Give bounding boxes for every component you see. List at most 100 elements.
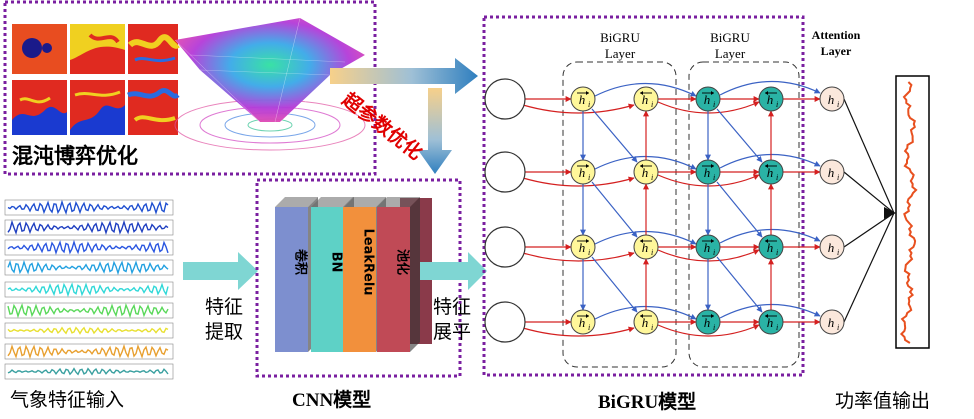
fractal-image <box>12 24 67 74</box>
weather-series <box>4 363 174 380</box>
weather-series <box>4 322 174 339</box>
connection-line <box>716 181 763 238</box>
extract-label-line1: 特征 <box>205 296 243 318</box>
output-arrowhead <box>884 207 896 219</box>
svg-text:h: h <box>704 240 711 255</box>
svg-text:i: i <box>837 323 839 332</box>
svg-text:h: h <box>704 92 711 107</box>
svg-text:h: h <box>579 92 586 107</box>
svg-text:i: i <box>837 248 839 257</box>
input-node <box>484 78 526 120</box>
fractal-image <box>70 80 125 135</box>
svg-text:i: i <box>588 100 590 109</box>
input-node <box>484 226 526 268</box>
connection-line <box>719 153 821 169</box>
bigru-title: BiGRU模型 <box>598 390 696 413</box>
svg-text:h: h <box>704 165 711 180</box>
connection-line <box>657 324 760 337</box>
svg-text:i: i <box>713 173 715 182</box>
svg-text:i: i <box>713 100 715 109</box>
connection-line <box>591 108 638 163</box>
cnn-layer-1: 卷积 <box>275 197 318 352</box>
svg-text:h: h <box>767 165 774 180</box>
fractal-image <box>12 80 67 135</box>
attention-layer-title: Attention <box>812 28 861 42</box>
extract-label-line2: 提取 <box>205 321 243 343</box>
svg-text:h: h <box>828 240 835 255</box>
connection-line <box>719 80 821 96</box>
chaos-label: 混沌博弈优化 <box>12 144 138 168</box>
connection-line <box>522 251 635 262</box>
svg-text:i: i <box>837 173 839 182</box>
cnn-layer-label: 卷积 <box>293 249 309 275</box>
optimization-surface-plot <box>174 17 366 151</box>
attention-to-output-line <box>843 212 895 248</box>
attention-to-output-line <box>843 212 895 323</box>
hyperparameter-arrows: 超参数优化 <box>330 58 478 174</box>
fractal-image <box>127 80 180 135</box>
cnn-model-panel: 卷积 BN LeakRelu 池化 CNN模型 <box>255 178 462 411</box>
input-node <box>484 151 526 193</box>
fractal-image <box>70 24 125 74</box>
svg-text:h: h <box>642 165 649 180</box>
bigru-model-panel: BiGRU Layer BiGRU Layer Attention Layer … <box>482 15 896 413</box>
connection-line <box>522 103 635 114</box>
svg-text:i: i <box>713 323 715 332</box>
svg-text:i: i <box>651 323 653 332</box>
output-plot-frame <box>895 75 930 349</box>
bigru-layer2-subtitle: Layer <box>715 46 746 61</box>
attention-layer-subtitle: Layer <box>821 44 852 58</box>
weather-series <box>4 343 174 360</box>
cnn-layer-label: BN <box>329 252 344 273</box>
svg-text:h: h <box>704 315 711 330</box>
svg-text:h: h <box>828 315 835 330</box>
hyperparameter-label: 超参数优化 <box>337 87 427 164</box>
connection-line <box>594 83 697 97</box>
cnn-layer-label: LeakRelu <box>361 228 376 295</box>
svg-text:h: h <box>642 240 649 255</box>
attention-to-output-line <box>843 171 895 214</box>
right-arrow <box>330 58 478 94</box>
output-power-curve <box>899 81 918 344</box>
bigru-layer1-title: BiGRU <box>600 30 640 45</box>
cnn-layer-label: 池化 <box>395 249 411 275</box>
flatten-label-line2: 展平 <box>433 321 471 343</box>
weather-feature-input: 气象特征输入 <box>4 199 174 411</box>
connection-line <box>716 256 763 313</box>
svg-text:h: h <box>828 165 835 180</box>
svg-text:h: h <box>579 165 586 180</box>
feature-flatten-arrow: 特征 展平 <box>420 252 487 343</box>
chaos-optimization-panel: 混沌博弈优化 <box>3 0 377 176</box>
weather-series <box>4 219 174 236</box>
svg-text:i: i <box>776 323 778 332</box>
bigru-dashed-border <box>482 15 805 377</box>
svg-text:h: h <box>579 315 586 330</box>
bigru-layer2-box <box>688 61 800 368</box>
svg-text:i: i <box>588 248 590 257</box>
connection-line <box>522 176 635 187</box>
cnn-title: CNN模型 <box>292 388 371 411</box>
bigru-layer2-title: BiGRU <box>710 30 750 45</box>
weather-series <box>4 259 174 276</box>
connection-line <box>522 326 635 337</box>
svg-text:h: h <box>767 240 774 255</box>
svg-text:h: h <box>642 92 649 107</box>
weather-series-plots <box>4 199 174 380</box>
svg-text:h: h <box>642 315 649 330</box>
chaos-dashed-border <box>3 0 377 176</box>
flatten-label-line1: 特征 <box>433 296 471 318</box>
connection-line <box>719 303 821 319</box>
down-arrow <box>418 88 452 174</box>
